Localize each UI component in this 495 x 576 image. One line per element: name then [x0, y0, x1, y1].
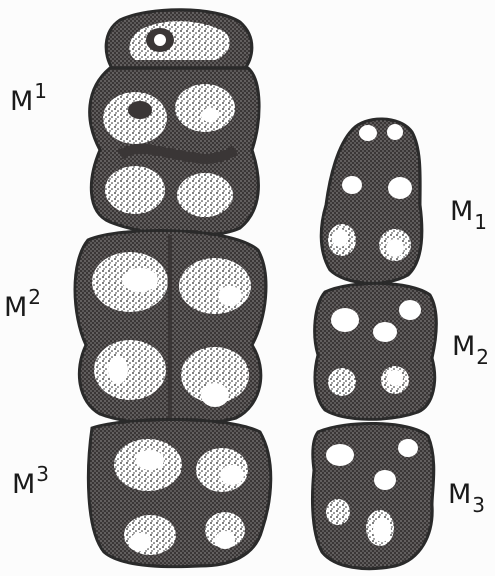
label-lower-m2-index: 2	[476, 345, 489, 369]
upper-m1-tooth	[90, 68, 259, 236]
lower-m2-tooth	[315, 283, 437, 419]
upper-m2-tooth	[75, 231, 266, 425]
label-lower-m2: M2	[452, 333, 489, 360]
label-lower-m3-base: M	[448, 479, 471, 510]
label-lower-m1-index: 1	[474, 210, 487, 234]
upper-m3-tooth	[88, 419, 270, 566]
label-upper-m3-index: 3	[36, 462, 49, 486]
label-upper-m3: M3	[12, 471, 49, 498]
label-lower-m3: M3	[448, 481, 485, 508]
label-upper-m1-base: M	[10, 86, 33, 117]
lower-m3-tooth	[312, 423, 433, 568]
lower-molar-row	[312, 119, 436, 569]
label-upper-m3-base: M	[12, 469, 35, 500]
label-upper-m2: M2	[4, 294, 41, 321]
label-upper-m1: M1	[10, 88, 47, 115]
label-lower-m1-base: M	[450, 196, 473, 227]
label-upper-m1-index: 1	[34, 79, 47, 103]
upper-premolar-tooth	[106, 10, 252, 68]
label-upper-m2-base: M	[4, 292, 27, 323]
lower-m1-tooth	[321, 119, 422, 283]
label-lower-m2-base: M	[452, 331, 475, 362]
label-lower-m1: M1	[450, 198, 487, 225]
upper-molar-row	[75, 10, 271, 567]
label-upper-m2-index: 2	[28, 285, 41, 309]
label-lower-m3-index: 3	[472, 493, 485, 517]
